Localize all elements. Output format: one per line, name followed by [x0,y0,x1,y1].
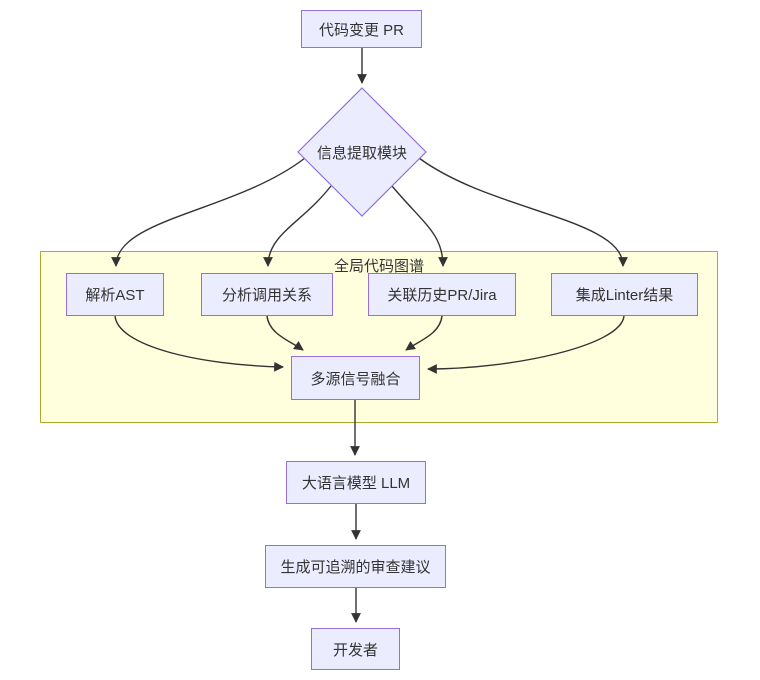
node-info-extraction-module: 信息提取模块 [316,145,407,162]
decision-diamond-shape [297,87,427,217]
node-llm: 大语言模型 LLM [286,461,426,504]
node-developer: 开发者 [311,628,400,670]
edge-extract-history [391,185,448,267]
edge-extract-calls [263,185,332,267]
node-traceable-review-suggestions: 生成可追溯的审查建议 [265,545,446,588]
edge-extract-linter [418,157,628,267]
node-integrate-linter-results: 集成Linter结果 [551,273,698,316]
node-parse-ast: 解析AST [66,273,164,316]
edge-ast-fusion [114,315,284,372]
edge-history-fusion [405,315,443,351]
edge-calls-fusion [266,315,304,351]
node-multi-source-signal-fusion: 多源信号融合 [291,356,420,400]
cluster-title: 全局代码图谱 [333,258,424,275]
node-code-change-pr: 代码变更 PR [301,10,422,48]
node-link-history-pr-jira: 关联历史PR/Jira [368,273,516,316]
edge-linter-fusion [427,315,625,374]
edge-extract-ast [111,157,306,267]
node-analyze-call-relations: 分析调用关系 [201,273,333,316]
